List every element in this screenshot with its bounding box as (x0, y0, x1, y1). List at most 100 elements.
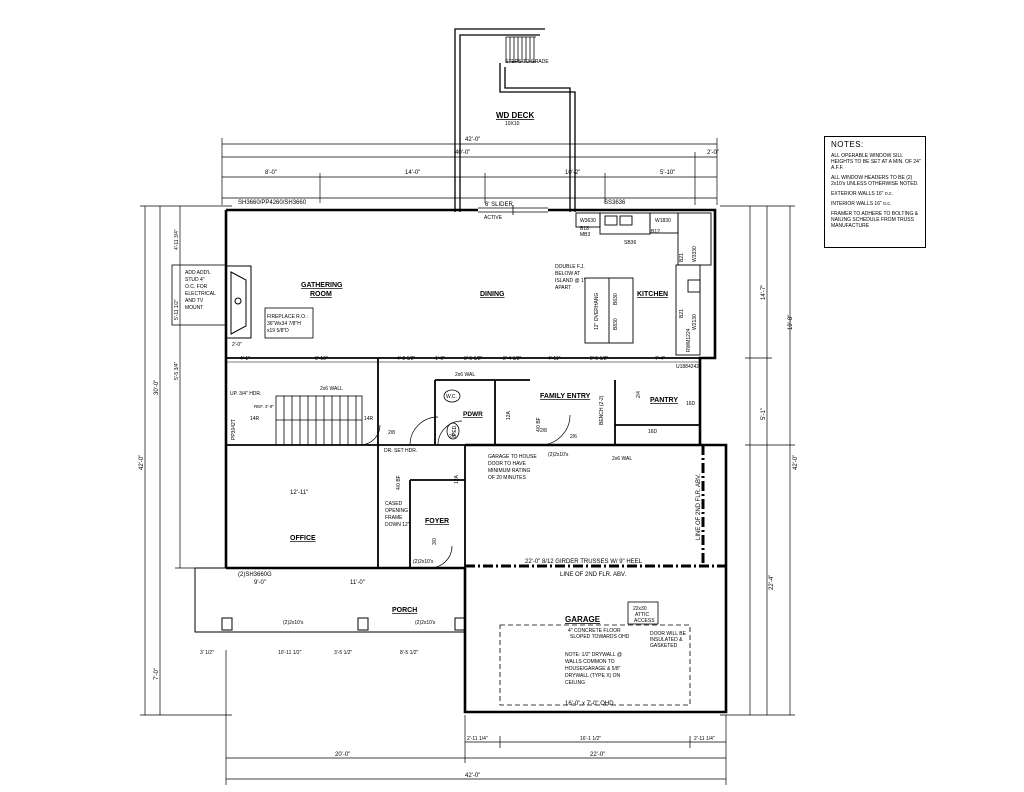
dim-garage-a: 2'-11 1/4" (467, 736, 488, 742)
dim-right-overall: 42'-0" (793, 455, 799, 470)
garage-note-3: HOUSE/GARAGE & 5/8" (565, 666, 621, 672)
cased-4: DOWN 12" (385, 522, 410, 528)
garage-note-1: NOTE: 1/2" DRYWALL @ (565, 652, 622, 658)
dim-right-a: 19'-8" (788, 315, 794, 330)
door-40bf2: 4/0 BF (396, 475, 402, 490)
notes-box: NOTES: ALL OPERABLE WINDOW SILL HEIGHTS … (824, 136, 926, 248)
note-item-5: FRAMER TO ADHERE TO BOLTING & NAILING SC… (831, 211, 919, 229)
room-pantry: PANTRY (650, 397, 678, 404)
bottom-dimensions (225, 650, 727, 785)
room-garage: GARAGE (565, 615, 601, 624)
slider-label: 6' SLIDER (485, 202, 513, 208)
overhang-label: 12" OVERHANG (594, 293, 600, 330)
dim-left-overall: 42'-0" (139, 455, 145, 470)
dim-bottom-overall: 42'-0" (465, 773, 480, 779)
dim-top-c: 10'-2" (565, 170, 580, 176)
slider-door (478, 205, 548, 215)
door-30: 3/0 (432, 538, 438, 545)
double-fj-4: APART (555, 285, 571, 291)
porch-dim-f: 8'-5 1/2" (400, 650, 419, 656)
dim-bottom-b: 22'-0" (590, 752, 605, 758)
mb3-label: MB3 (580, 232, 591, 238)
fireplace (225, 265, 252, 339)
note-item-1: ALL OPERABLE WINDOW SILL HEIGHTS TO BE S… (831, 153, 921, 171)
double-fj-1: DOUBLE F.J. (555, 264, 585, 270)
deck-steps-label: STEPS TO GRADE (505, 59, 549, 65)
wall-2x6b: 2x6 WAL (455, 372, 475, 378)
dim-top-b: 14'-0" (405, 170, 420, 176)
dim-bottom-a: 20'-0" (335, 752, 350, 758)
door-ins-3: GASKETED (650, 643, 678, 649)
active-label: ACTIVE (484, 215, 503, 221)
dim-top-d: 5'-10" (660, 170, 675, 176)
rwm-label: RWM1224 (686, 328, 692, 352)
note-item-4: INTERIOR WALLS 16" o.c. (831, 201, 892, 207)
deck: STEPS TO GRADE WD DECK 10X10 (454, 28, 576, 212)
dim-right-c: 14'-7" (761, 285, 767, 300)
pantry-shelf2: 16D (648, 429, 658, 435)
girder-label: 22'-0" 8/12 GIRDER TRUSSES W/ 9" HEEL (525, 559, 643, 565)
dim-mid-c: 4'-8 1/2" (397, 356, 416, 362)
ss-label: SS3636 (604, 200, 626, 206)
stair-14r: 14R (250, 416, 260, 422)
interior-walls (226, 357, 715, 568)
windows-top-label: SH3660/PP4260/SH3660 (238, 200, 307, 206)
dim-left-a: 30'-0" (154, 380, 160, 395)
room-office: OFFICE (290, 535, 316, 542)
attic-1: 22x30 (633, 606, 647, 612)
door-12a2: 12A (454, 474, 460, 484)
wc-label: W.C. (446, 394, 457, 400)
gtd-2: DOOR TO HAVE (488, 461, 526, 467)
door-24: 2/4 (636, 391, 642, 398)
top-dimensions (221, 138, 718, 205)
dim-top-a: 8'-0" (265, 170, 277, 176)
add-stud-2: STUD 4" (185, 277, 205, 283)
dim-mid-a: 4'-1" (240, 356, 250, 362)
dim-right-d: 5'-1" (761, 408, 767, 420)
dim-right-b: 22'-4" (769, 575, 775, 590)
w3630-label: W3630 (580, 218, 596, 224)
line-2nd-v: LINE OF 2ND FLR. ABV. (696, 474, 702, 540)
door-26b: 2/6 (570, 434, 577, 440)
porch-hdr2: (2)2x10's (415, 620, 436, 626)
dim-mid-h: 2'-5 1/2" (590, 356, 609, 362)
garage-details (499, 601, 691, 706)
add-stud-3: O.C. FOR (185, 284, 208, 290)
kitchen-cabinets (575, 212, 712, 356)
add-stud-6: MOUNT (185, 305, 203, 311)
stair-hdr: UP. 3/4" HDR. (230, 391, 261, 397)
room-kitchen: KITCHEN (637, 291, 668, 298)
porch-dim-c: 3' 1/2" (200, 650, 214, 656)
dim-top-overall: 42'-0" (465, 137, 480, 143)
dim-left-lf-c: 5'-5 3/4" (174, 361, 180, 380)
note-item-2: ALL WINDOW HEADERS TO BE (2) 2x10's UNLE… (831, 175, 919, 187)
add-stud-1: ADD ADD'L (185, 270, 211, 276)
door-ins-2: INSULATED & (650, 637, 683, 643)
room-gathering-2: ROOM (310, 291, 332, 298)
garage-floor-1: 4" CONCRETE FLOOR (568, 628, 621, 634)
stairs (275, 395, 363, 446)
fireplace-ro-1: FIREPLACE R.O.: (267, 314, 308, 320)
b12-label: B12 (651, 229, 660, 235)
porch-hdr: (2)2x10's (283, 620, 304, 626)
door-40bf: 4/0 BF (536, 417, 542, 432)
dim-top-second: 40'-0" (455, 150, 470, 156)
b21b-label: B21 (679, 309, 685, 318)
garage-note-2: WALLS COMMON TO (565, 659, 615, 665)
b630-label: B630 (613, 293, 619, 305)
dr-set-hdr: DR. SET HDR. (384, 448, 417, 454)
garage-note-4: DRYWALL (TYPE X) ON (565, 673, 620, 679)
dim-mid-i: 7'-4" (655, 356, 665, 362)
door-ins-1: DOOR WILL BE (650, 631, 687, 637)
dim-garage-c: 2'-11 1/4" (694, 736, 715, 742)
dim-left-b: 7'-0" (154, 668, 160, 680)
add-stud-4: ELECTRICAL (185, 291, 216, 297)
w2130-label: W2130 (692, 314, 698, 330)
deck-size: 10X10 (505, 121, 520, 127)
ohd-label: 16'-0" x 7'-0" OHD (565, 701, 614, 707)
porch-dim-b: 11'-0" (350, 580, 365, 586)
sink-label: PED. (452, 424, 458, 436)
double-fj-3: ISLAND @ 1" (555, 278, 586, 284)
bench-label: BENCH (2-2) (599, 395, 605, 425)
